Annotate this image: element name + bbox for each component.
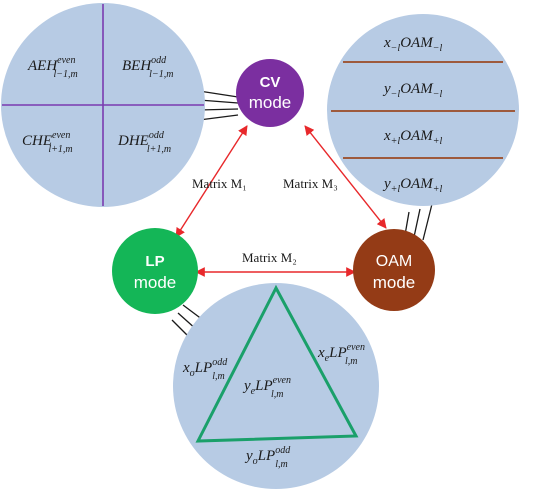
connector-oam-bubble-3 xyxy=(422,203,433,241)
cv-mode-node: CV mode xyxy=(236,59,304,127)
lp-mode-node: LP mode xyxy=(112,228,198,314)
lp-node-circle xyxy=(112,228,198,314)
matrix-m1-label: Matrix M₁ xyxy=(192,176,247,191)
connector-oam-bubble-2 xyxy=(413,208,421,238)
oam-mode-y-minus: y−lOAM−l xyxy=(382,81,442,100)
matrix-m3-label: Matrix M₃ xyxy=(283,176,338,191)
connector-cv-bubble-2 xyxy=(198,99,239,104)
arrow-cv-lp xyxy=(175,125,248,238)
oam-node-sub: mode xyxy=(373,273,416,292)
oam-mode-x-minus: x−lOAM−l xyxy=(383,35,442,54)
cv-node-sub: mode xyxy=(249,93,292,112)
connector-cv-bubble-4 xyxy=(198,114,239,121)
oam-mode-bubble: x−lOAM−l y−lOAM−l x+lOAM+l y+lOAM+l xyxy=(327,14,519,206)
lp-node-sub: mode xyxy=(134,273,177,292)
conversion-arrows xyxy=(175,125,387,277)
cv-node-circle xyxy=(236,59,304,127)
lp-node-name: LP xyxy=(145,253,164,270)
lp-triangle xyxy=(195,284,359,443)
matrix-m2-label: Matrix M₂ xyxy=(242,250,297,265)
arrow-cv-oam xyxy=(304,125,387,229)
oam-mode-node: OAM mode xyxy=(353,229,435,311)
connector-cv-bubble-3 xyxy=(198,108,239,111)
cv-node-name: CV xyxy=(260,74,281,91)
oam-node-name: OAM xyxy=(376,253,412,270)
oam-node-circle xyxy=(353,229,435,311)
connector-cv-bubble-1 xyxy=(198,90,239,98)
oam-mode-x-plus: x+lOAM+l xyxy=(383,128,442,147)
